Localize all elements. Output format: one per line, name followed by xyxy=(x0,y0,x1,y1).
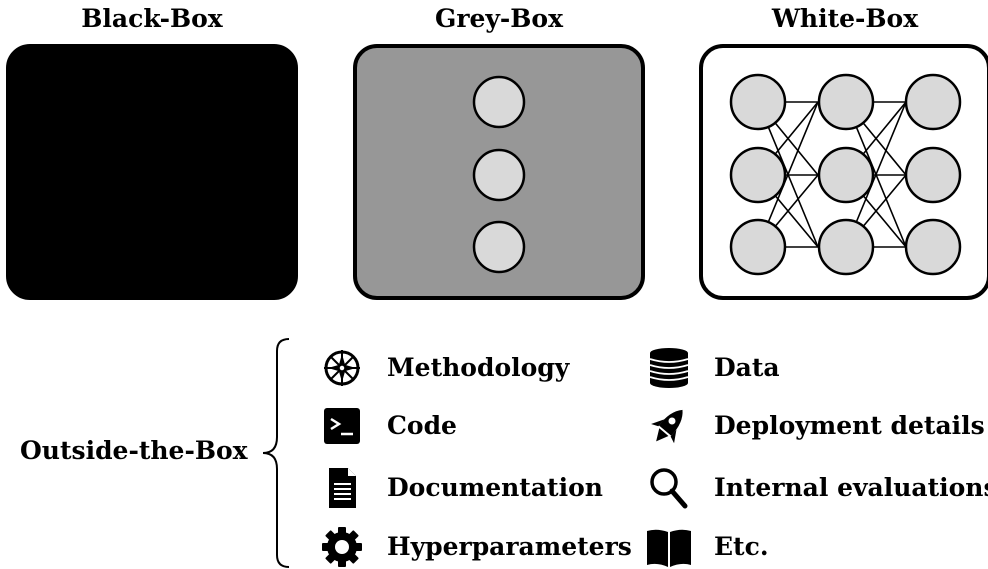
magnifier-icon xyxy=(645,466,693,510)
black-box xyxy=(6,44,298,300)
document-icon xyxy=(318,466,366,510)
node xyxy=(729,73,787,131)
terminal-icon xyxy=(318,404,366,448)
network-nodes xyxy=(729,73,962,276)
node xyxy=(472,75,526,129)
grey-box-title: Grey-Box xyxy=(434,4,564,33)
item-documentation: Documentation xyxy=(318,466,603,510)
item-label: Data xyxy=(714,353,780,382)
item-etc: Etc. xyxy=(645,525,769,569)
neural-network-diagram xyxy=(729,73,962,276)
item-internal-evaluations: Internal evaluations xyxy=(645,466,988,510)
item-code: Code xyxy=(318,404,457,448)
black-box-title: Black-Box xyxy=(81,4,223,33)
curly-brace xyxy=(262,338,290,568)
node xyxy=(817,146,875,204)
compass-icon xyxy=(318,346,366,390)
node xyxy=(472,148,526,202)
item-label: Internal evaluations xyxy=(714,473,988,502)
database-icon xyxy=(645,346,693,390)
white-box-title: White-Box xyxy=(771,4,919,33)
item-label: Deployment details xyxy=(714,411,985,440)
node xyxy=(817,73,875,131)
node xyxy=(904,218,962,276)
node xyxy=(729,146,787,204)
gear-icon xyxy=(318,525,366,569)
item-label: Methodology xyxy=(387,353,570,382)
item-hyperparameters: Hyperparameters xyxy=(318,525,632,569)
node xyxy=(472,220,526,274)
node xyxy=(817,218,875,276)
grey-box xyxy=(353,44,645,300)
node xyxy=(904,146,962,204)
white-box xyxy=(699,44,988,300)
grey-box-nodes xyxy=(472,75,526,274)
item-label: Documentation xyxy=(387,473,603,502)
item-data: Data xyxy=(645,346,780,390)
book-icon xyxy=(645,525,693,569)
rocket-icon xyxy=(645,404,693,448)
node xyxy=(904,73,962,131)
node xyxy=(729,218,787,276)
item-methodology: Methodology xyxy=(318,346,569,390)
item-deployment-details: Deployment details xyxy=(645,404,985,448)
item-label: Code xyxy=(387,411,457,440)
item-label: Etc. xyxy=(714,532,769,561)
outside-the-box-label: Outside-the-Box xyxy=(20,436,248,465)
item-label: Hyperparameters xyxy=(387,532,632,561)
